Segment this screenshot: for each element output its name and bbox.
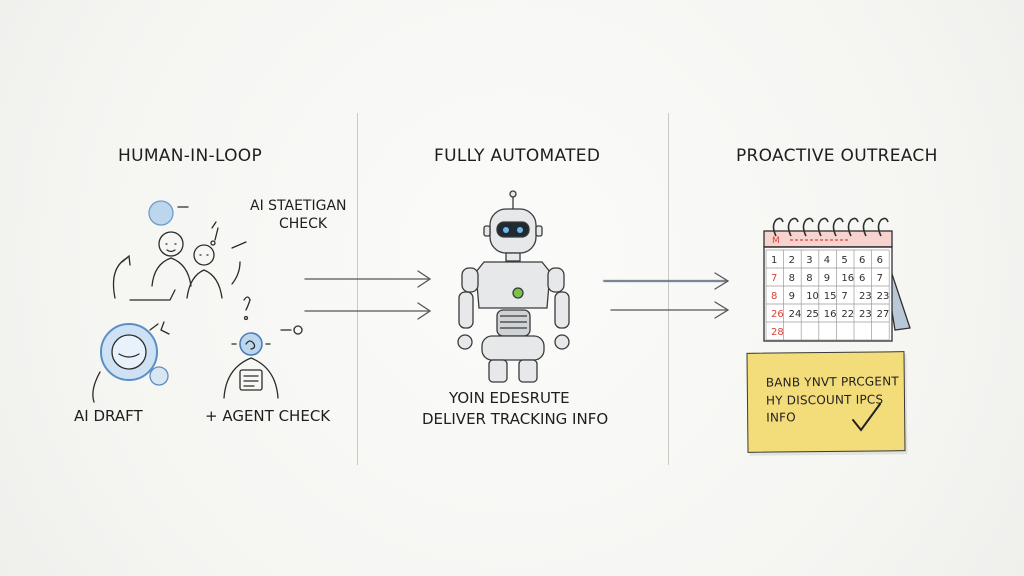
calendar-day: 3 [806,255,812,266]
label-agent-check: + AGENT CHECK [205,407,331,425]
calendar-day: 25 [806,309,819,320]
calendar-day: 2 [789,255,795,266]
calendar-ring [847,217,859,237]
label-ai-draft: AI DRAFT [74,407,143,425]
calendar-ring [772,217,784,237]
calendar-day: 23 [877,291,890,302]
calendar-day: 23 [859,291,872,302]
calendar-ring [802,217,814,237]
title-proactive-outreach: PROACTIVE OUTREACH [736,146,938,166]
calendar-day: 15 [824,291,837,302]
calendar-day: 10 [806,291,819,302]
calendar-day: 1 [771,255,777,266]
calendar-day: 8 [789,273,795,284]
calendar-day: 16 [841,273,854,284]
calendar-day: 7 [771,273,777,284]
calendar-day: 6 [877,255,883,266]
calendar-day: 6 [859,273,865,284]
calendar-day: 9 [789,291,795,302]
calendar-ring [877,217,889,237]
calendar-header: M [772,236,780,246]
calendar-ring [862,217,874,237]
caption-line-1: YOIN EDESRUTE [449,389,570,407]
calendar-day: 24 [789,309,802,320]
calendar-day: 26 [771,309,784,320]
calendar-ring [832,217,844,237]
calendar-day: 16 [824,309,837,320]
caption-line-2: DELIVER TRACKING INFO [422,410,609,428]
calendar-day: 8 [806,273,812,284]
title-human-in-loop: HUMAN-IN-LOOP [118,146,263,166]
calendar-day: 28 [771,327,784,338]
calendar-ring [817,217,829,237]
calendar-day: 23 [859,309,872,320]
calendar-day: 7 [841,291,847,302]
label-check: CHECK [279,216,328,232]
calendar-day: 9 [824,273,830,284]
label-ai-strategy: AI STAETIGAN [250,198,347,214]
calendar-day: 22 [841,309,854,320]
calendar-day: 7 [877,273,883,284]
divider-right [668,113,669,465]
calendar-day: 6 [859,255,865,266]
calendar-day: 4 [824,255,830,266]
calendar-day: 5 [841,255,847,266]
title-fully-automated: FULLY AUTOMATED [434,146,601,166]
divider-left [357,113,358,465]
calendar-day: 8 [771,291,777,302]
calendar-ring [787,217,799,237]
calendar-day: 27 [877,309,890,320]
